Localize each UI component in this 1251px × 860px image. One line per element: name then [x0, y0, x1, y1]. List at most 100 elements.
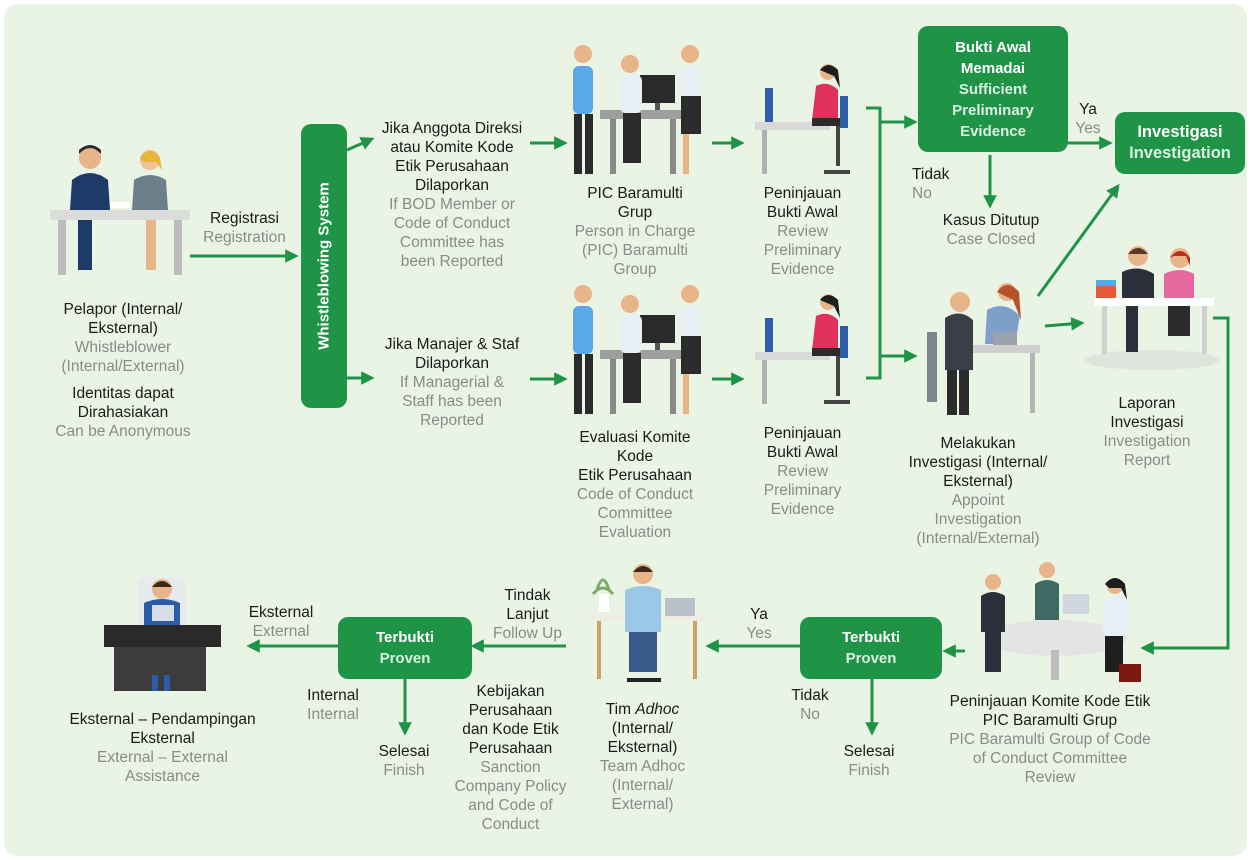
- sanction-en-2: Company Policy: [454, 778, 567, 795]
- conduct-en-1: Appoint: [951, 492, 1005, 509]
- yes-bottom-en: Yes: [746, 625, 772, 642]
- review-top-en-2: Preliminary: [763, 242, 842, 259]
- team-adhoc-en-2: (Internal/: [611, 777, 674, 794]
- team-adhoc-label: Tim Adhoc (Internal/ Eksternal) Team Adh…: [580, 700, 705, 814]
- pic-en-2: (PIC) Baramulti: [582, 242, 688, 259]
- registration-label: Registrasi Registration: [192, 209, 297, 247]
- report-id-1: Laporan: [1118, 395, 1176, 412]
- review-top-en-3: Evidence: [770, 261, 835, 278]
- report-en-1: Investigation: [1103, 433, 1191, 450]
- external-assist-illustration: [104, 577, 221, 691]
- proven-left-en: Proven: [379, 650, 431, 667]
- reporter-note-2: Dirahasiakan: [77, 404, 169, 421]
- finish-right-en: Finish: [848, 762, 890, 779]
- committee-illustration: [981, 562, 1141, 682]
- team-adhoc-id-3: Eksternal): [607, 739, 678, 756]
- follow-up-id-1: Tindak: [504, 587, 551, 604]
- finish-left-id: Selesai: [378, 743, 430, 760]
- bod-en-3: Committee has: [399, 234, 505, 251]
- committee-id-2: PIC Baramulti Grup: [982, 712, 1118, 729]
- team-adhoc-en-3: External): [611, 796, 674, 813]
- team-adhoc-tim: Tim: [605, 701, 631, 718]
- report-label: Laporan Investigasi Investigation Report: [1087, 394, 1207, 470]
- external-assist-id-1: Eksternal – Pendampingan: [69, 711, 256, 728]
- team-adhoc-adhoc: Adhoc: [635, 701, 680, 718]
- review-bottom-illustration: [755, 294, 850, 404]
- bod-id-1: Jika Anggota Direksi: [381, 120, 523, 137]
- sufficient-en-3: Evidence: [960, 122, 1026, 140]
- finish-right-id: Selesai: [843, 743, 895, 760]
- yes-top-id: Ya: [1079, 101, 1097, 118]
- bod-en-2: Code of Conduct: [393, 215, 511, 232]
- committee-en-3: Review: [1024, 769, 1076, 786]
- arrow-report-to-committee: [1140, 316, 1230, 655]
- report-illustration: [1084, 246, 1220, 370]
- finish-left-en: Finish: [383, 762, 425, 779]
- investigation-id: Investigasi: [1137, 123, 1223, 141]
- coc-id-3: Etik Perusahaan: [578, 467, 692, 484]
- staff-id-2: Dilaporkan: [414, 355, 490, 372]
- review-bottom-label: Peninjauan Bukti Awal Review Preliminary…: [745, 424, 860, 519]
- sufficient-id-2: Memadai: [960, 59, 1026, 77]
- reporter-en-2: (Internal/External): [61, 358, 185, 375]
- arrow-investigate-to-investigation: [1036, 183, 1120, 297]
- case-closed-label: Kasus Ditutup Case Closed: [930, 211, 1052, 249]
- no-bottom-label: Tidak No: [785, 686, 835, 724]
- review-bottom-id-1: Peninjauan: [763, 425, 842, 442]
- yes-bottom-id: Ya: [750, 606, 768, 623]
- follow-up-label: Tindak Lanjut Follow Up: [480, 586, 575, 643]
- yes-bottom-label: Ya Yes: [737, 605, 781, 643]
- bod-id-3: Etik Perusahaan: [395, 158, 509, 175]
- sufficient-en-2: Preliminary: [952, 101, 1034, 119]
- no-top-en: No: [912, 185, 932, 202]
- conduct-id-3: Eksternal): [943, 473, 1013, 490]
- investigation-box: Investigasi Investigation: [1115, 112, 1245, 174]
- conduct-en-2: Investigation: [934, 511, 1022, 528]
- sanction-id-3: dan Kode Etik: [462, 721, 559, 738]
- no-top-label: Tidak No: [912, 165, 962, 203]
- pic-en-3: Group: [613, 261, 657, 278]
- proven-right-id: Terbukti: [841, 629, 901, 646]
- bod-en-4: been Reported: [400, 253, 504, 270]
- external-assist-en-2: Assistance: [125, 768, 200, 785]
- internal-en: Internal: [307, 706, 359, 723]
- reporter-note-en: Can be Anonymous: [55, 423, 191, 440]
- committee-id-1: Peninjauan Komite Kode Etik: [949, 693, 1151, 710]
- sanction-id-2: Perusahaan: [468, 702, 553, 719]
- reporter-label: Pelapor (Internal/ Eksternal) Whistleblo…: [38, 300, 208, 441]
- reporter-note-1: Identitas dapat: [72, 385, 174, 402]
- staff-id-1: Jika Manajer & Staf: [384, 336, 520, 353]
- staff-en-2: Staff has been: [402, 393, 502, 410]
- case-closed-id: Kasus Ditutup: [942, 212, 1040, 229]
- external-label: Eksternal External: [240, 603, 322, 641]
- review-bottom-id-2: Bukti Awal: [766, 444, 839, 461]
- review-top-id-1: Peninjauan: [763, 185, 842, 202]
- sanction-en-4: Conduct: [481, 816, 540, 833]
- no-top-id: Tidak: [912, 166, 950, 183]
- conduct-investigation-label: Melakukan Investigasi (Internal/ Ekstern…: [893, 434, 1063, 548]
- external-id: Eksternal: [248, 604, 314, 621]
- investigation-en: Investigation: [1129, 144, 1231, 162]
- conduct-id-2: Investigasi (Internal/: [908, 454, 1048, 471]
- sufficient-id-1: Bukti Awal: [955, 38, 1031, 56]
- conduct-en-3: (Internal/External): [916, 530, 1040, 547]
- no-bottom-id: Tidak: [791, 687, 829, 704]
- registration-en: Registration: [203, 229, 286, 246]
- proven-right-en: Proven: [845, 650, 897, 667]
- external-assist-label: Eksternal – Pendampingan Eksternal Exter…: [45, 710, 280, 786]
- review-top-en-1: Review: [777, 223, 828, 240]
- committee-en-2: of Conduct Committee: [972, 750, 1128, 767]
- sufficient-en-1: Sufficient: [958, 80, 1028, 98]
- coc-eval-illustration: [573, 285, 702, 414]
- review-top-id-2: Bukti Awal: [766, 204, 839, 221]
- whistleblowing-system-box: Whistleblowing System: [301, 124, 347, 408]
- pic-group-illustration: [573, 45, 702, 174]
- committee-review-label: Peninjauan Komite Kode Etik PIC Baramult…: [935, 692, 1165, 787]
- coc-id-2: Kode: [616, 448, 654, 465]
- bod-branch-label: Jika Anggota Direksi atau Komite Kode Et…: [372, 119, 532, 271]
- internal-label: Internal Internal: [298, 686, 368, 724]
- coc-en-3: Evaluation: [598, 524, 672, 541]
- proven-left-box: Terbukti Proven: [338, 617, 472, 679]
- coc-eval-label: Evaluasi Komite Kode Etik Perusahaan Cod…: [555, 428, 715, 542]
